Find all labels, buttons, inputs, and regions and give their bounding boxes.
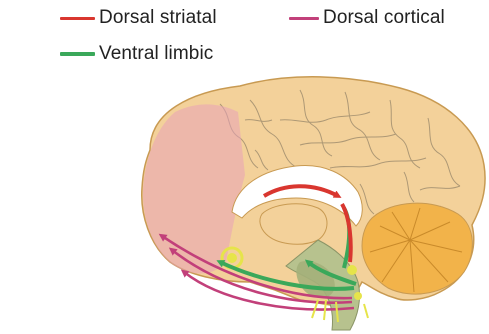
cerebellum	[362, 203, 472, 294]
substantia-nigra-nucleus	[354, 292, 362, 300]
nucleus-accumbens-core	[227, 253, 237, 263]
ventral-tegmental-nucleus	[347, 265, 357, 275]
